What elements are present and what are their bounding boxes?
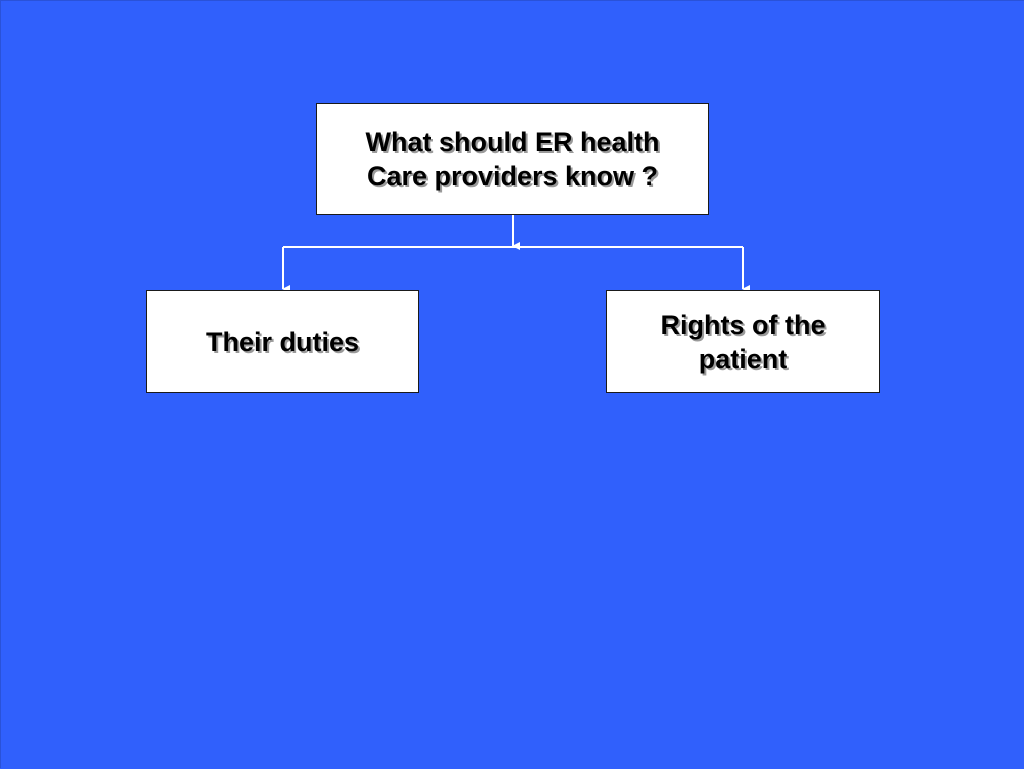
root-node-label: What should ER health Care providers kno… — [365, 127, 660, 191]
child-node-duties-label: Their duties — [205, 326, 360, 357]
root-node: What should ER health Care providers kno… — [316, 103, 709, 215]
child-node-rights-label: Rights of the patient — [660, 309, 826, 374]
child-node-duties: Their duties — [146, 290, 419, 393]
child-node-rights: Rights of the patient — [606, 290, 880, 393]
